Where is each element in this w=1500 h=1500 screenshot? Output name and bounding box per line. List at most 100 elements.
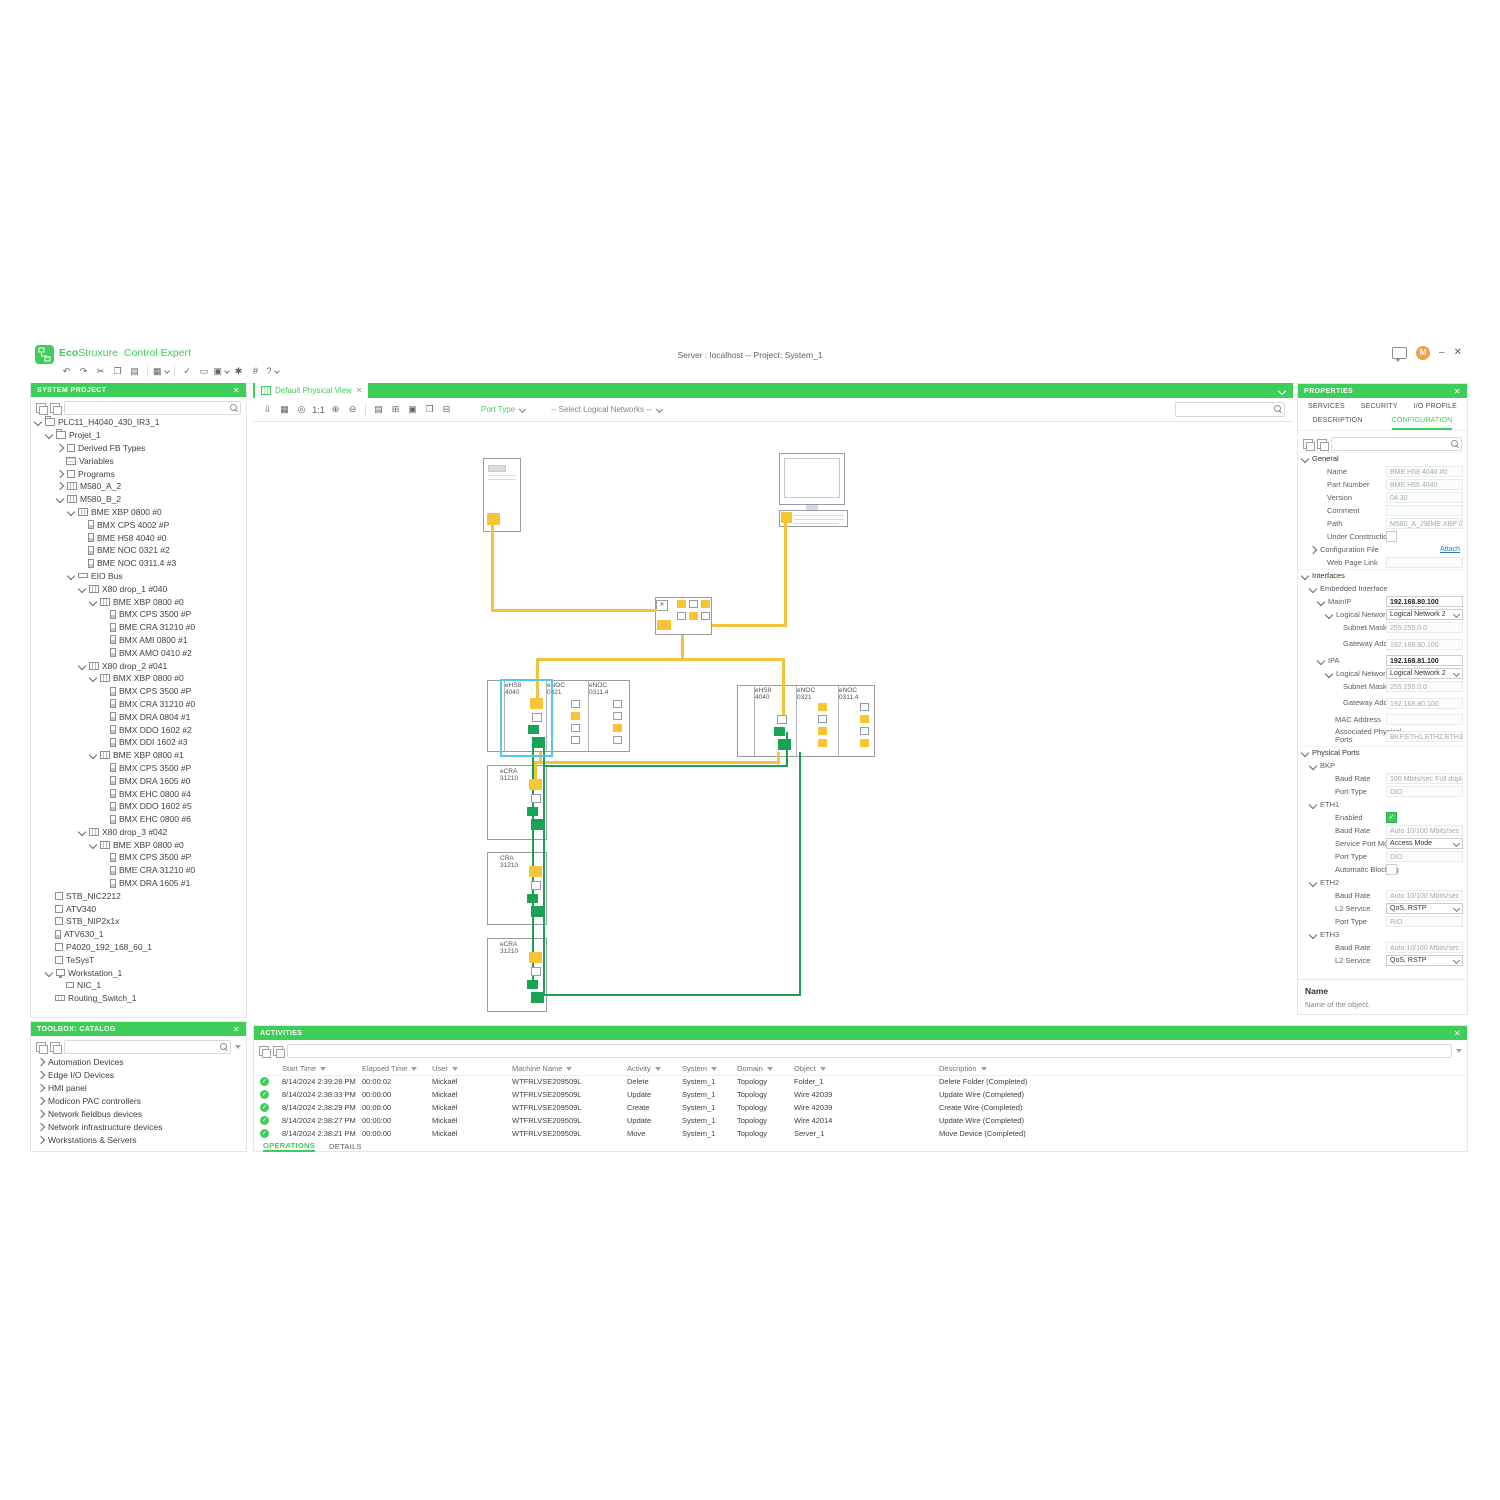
port-free[interactable] <box>613 736 622 744</box>
port-dio[interactable] <box>818 703 827 711</box>
expander-icon[interactable] <box>1316 656 1326 665</box>
export-icon[interactable]: ⊞ <box>391 404 400 414</box>
toolbox-category-hmi-panel[interactable]: HMI panel <box>31 1081 246 1094</box>
tree-expander-icon[interactable] <box>88 750 98 760</box>
port-rio[interactable] <box>527 894 538 903</box>
collapse-all-icon[interactable] <box>50 1041 62 1054</box>
column-header-description[interactable]: Description <box>935 1064 1203 1073</box>
expander-icon[interactable] <box>1316 597 1326 606</box>
tree-item[interactable]: BMX DRA 0804 #1 <box>31 710 246 723</box>
port-dio[interactable] <box>701 600 710 608</box>
tree-item[interactable]: BMX DDI 1602 #3 <box>31 736 246 749</box>
zoom-1-1-icon[interactable]: 1:1 <box>312 404 325 415</box>
project-search-input[interactable] <box>64 400 241 415</box>
expander-icon[interactable] <box>1324 669 1334 678</box>
expand-all-icon[interactable] <box>36 1041 48 1054</box>
expand-all-icon[interactable] <box>1303 438 1315 451</box>
toolbox-category-workstations-servers[interactable]: Workstations & Servers <box>31 1133 246 1146</box>
port-free[interactable] <box>860 727 869 735</box>
deploy-icon[interactable]: ▣ <box>213 366 231 377</box>
tree-item[interactable]: TeSysT <box>31 953 246 966</box>
validate-icon[interactable]: ✓ <box>183 365 191 376</box>
expander-icon[interactable] <box>1308 584 1318 593</box>
expander-icon[interactable] <box>1308 930 1318 939</box>
expander-icon[interactable] <box>1300 454 1310 464</box>
property-dropdown[interactable]: QoS, RSTP <box>1386 903 1463 914</box>
cut-icon[interactable]: ✂ <box>96 365 105 376</box>
tree-expander-icon[interactable] <box>55 443 65 453</box>
column-header-system[interactable]: System <box>678 1064 733 1073</box>
port-rio[interactable] <box>528 725 539 734</box>
toolbox-category-automation-devices[interactable]: Automation Devices <box>31 1055 246 1068</box>
port-rio[interactable] <box>531 992 544 1003</box>
port-free[interactable] <box>571 736 580 744</box>
collapse-all-icon[interactable] <box>273 1045 285 1058</box>
port-free[interactable] <box>613 700 622 708</box>
port-dio[interactable] <box>529 866 542 877</box>
tree-item[interactable]: BMX CPS 3500 #P <box>31 762 246 775</box>
port-dio[interactable] <box>571 712 580 720</box>
copy-icon[interactable]: ❐ <box>113 365 122 376</box>
toolbox-category-network-infrastructure-devices[interactable]: Network infrastructure devices <box>31 1120 246 1133</box>
column-header-start-time[interactable]: Start Time <box>278 1064 358 1073</box>
wire-dio[interactable] <box>777 752 780 764</box>
zoom-in-icon[interactable]: ⊕ <box>331 404 340 414</box>
settings-icon[interactable]: ✱ <box>234 365 243 376</box>
port-free[interactable] <box>677 612 686 620</box>
zoom-out-icon[interactable]: ⊖ <box>348 404 357 414</box>
tree-item[interactable]: BMX XBP 0800 #0 <box>31 672 246 685</box>
tree-item[interactable]: BMX CPS 3500 #P <box>31 851 246 864</box>
tree-expander-icon[interactable] <box>44 968 54 977</box>
topology-icon[interactable]: # <box>253 366 259 376</box>
tree-expander-icon[interactable] <box>77 584 87 593</box>
property-row-automatic-blocking[interactable]: Automatic Blocking <box>1298 863 1467 876</box>
zoom-icon[interactable]: ◎ <box>297 404 306 414</box>
tree-item[interactable]: X80 drop_3 #042 <box>31 826 246 839</box>
port-rio[interactable] <box>774 727 785 736</box>
tree-expander-icon[interactable] <box>33 418 43 427</box>
tree-item[interactable]: M580_A_2 <box>31 480 246 493</box>
tree-expander-icon[interactable] <box>44 430 54 440</box>
expander-icon[interactable] <box>1300 571 1310 581</box>
property-checkbox[interactable] <box>1386 531 1397 542</box>
import-icon[interactable]: ⇩ <box>263 404 272 414</box>
port-rio[interactable] <box>531 906 544 917</box>
print-icon[interactable]: ▤ <box>374 404 383 414</box>
property-dropdown[interactable]: Access Mode <box>1386 838 1463 849</box>
expander-icon[interactable] <box>1308 878 1318 887</box>
wire-rio[interactable] <box>532 744 534 984</box>
close-icon[interactable]: ✕ <box>232 385 240 395</box>
user-avatar[interactable]: M <box>1416 346 1431 360</box>
tree-item[interactable]: BMX EHC 0800 #4 <box>31 787 246 800</box>
column-header-elapsed-time[interactable]: Elapsed Time <box>358 1064 428 1073</box>
tree-item[interactable]: BMX DRA 1605 #1 <box>31 877 246 890</box>
property-value-input[interactable]: 192.168.80.100 <box>1386 596 1463 607</box>
property-row-enabled[interactable]: Enabled✓ <box>1298 811 1467 824</box>
tree-item[interactable]: Derived FB Types <box>31 442 246 455</box>
tree-item[interactable]: BME H58 4040 #0 <box>31 531 246 544</box>
tree-item[interactable]: X80 drop_2 #041 <box>31 659 246 672</box>
column-header-machine-name[interactable]: Machine Name <box>508 1064 623 1073</box>
activities-filter-input[interactable] <box>287 1043 1452 1058</box>
toolbox-category-network-fieldbus-devices[interactable]: Network fieldbus devices <box>31 1107 246 1120</box>
expander-icon[interactable] <box>1324 610 1334 619</box>
port-dio[interactable] <box>860 739 869 747</box>
tree-expander-icon[interactable] <box>88 840 98 849</box>
port-free[interactable] <box>613 712 622 720</box>
expander-icon[interactable] <box>1300 748 1310 758</box>
property-row-eth3[interactable]: ETH3 <box>1298 928 1467 941</box>
close-button[interactable]: ✕ <box>1453 347 1462 358</box>
tree-item[interactable]: PLC11_H4040_430_IR3_1 <box>31 416 246 429</box>
tree-item[interactable]: BME XBP 0800 #0 <box>31 595 246 608</box>
logical-networks-dropdown[interactable]: -- Select Logical Networks -- <box>551 405 663 414</box>
port-free[interactable] <box>531 794 541 803</box>
tree-item[interactable]: BMX CRA 31210 #0 <box>31 698 246 711</box>
